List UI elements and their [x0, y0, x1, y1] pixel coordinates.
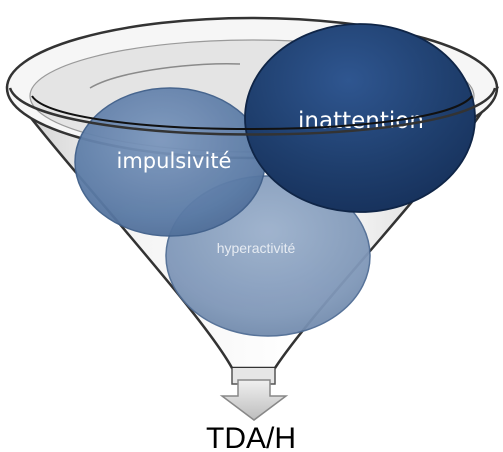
- label-impulsivite: impulsivité: [117, 149, 232, 173]
- label-result: TDA/H: [206, 422, 296, 452]
- funnel-rim-front: [8, 87, 497, 136]
- circle-inattention: [244, 23, 476, 213]
- funnel-inner-lip: [89, 62, 241, 89]
- down-arrow-icon: [219, 379, 289, 421]
- label-hyperactivite: hyperactivité: [217, 240, 296, 256]
- funnel-rim-front-inner: [31, 95, 473, 130]
